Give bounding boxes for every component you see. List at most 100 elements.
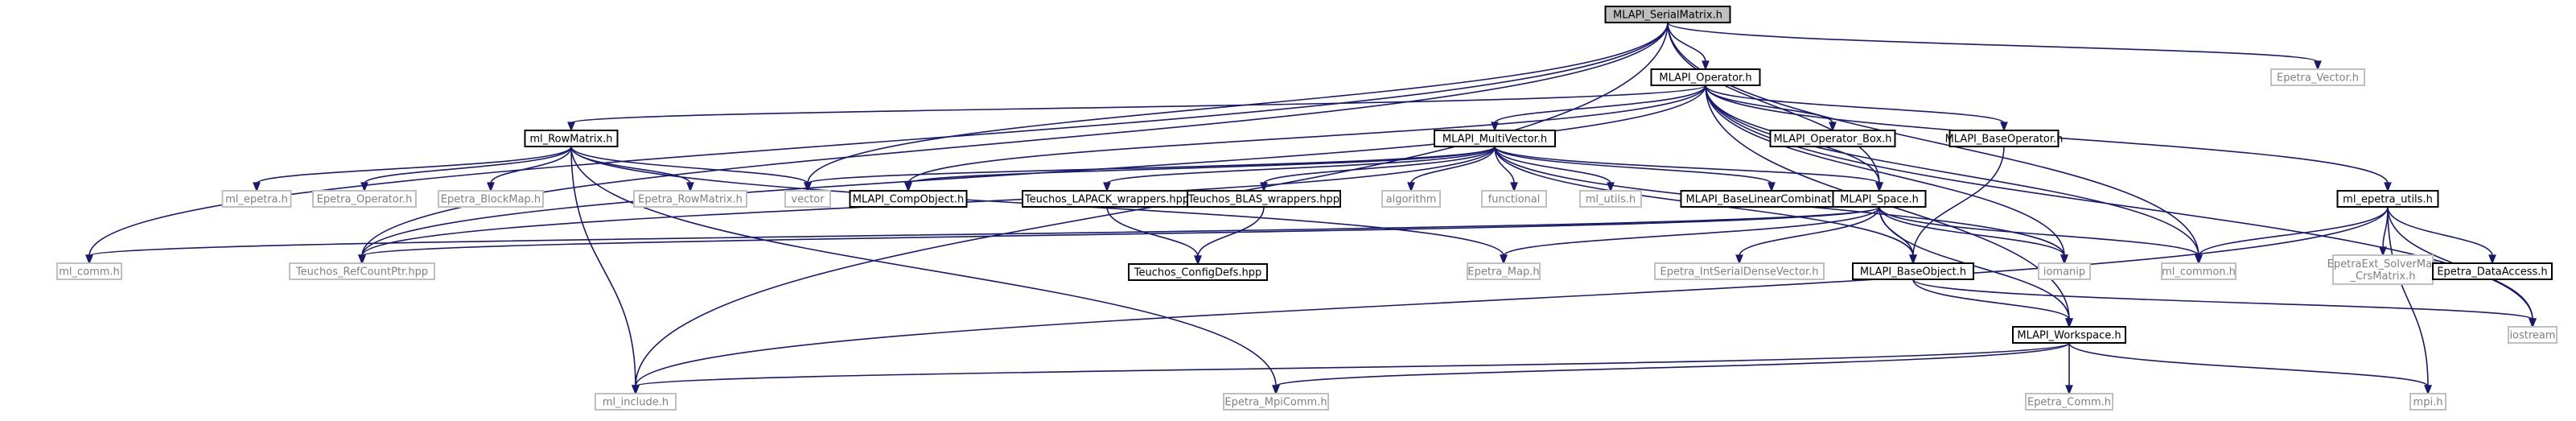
edge-line (1263, 146, 1496, 184)
node-box[interactable] (2336, 190, 2439, 208)
node-box[interactable] (2332, 254, 2434, 285)
node-ml_utils[interactable]: ml_utils.h (1579, 190, 1642, 208)
edge-line (907, 85, 1706, 184)
node-ml_include[interactable]: ml_include.h (595, 393, 677, 411)
edge-arrowhead (85, 254, 93, 265)
node-epetra_mpicomm[interactable]: Epetra_MpiComm.h (1223, 393, 1329, 411)
node-label: EpetraExt_SolverMap_CrsMatrix.h (2327, 258, 2439, 283)
node-box[interactable] (2508, 326, 2557, 344)
node-box[interactable] (2270, 68, 2365, 86)
node-label: MLAPI_BaseObject.h (1860, 266, 1966, 279)
node-root[interactable]: MLAPI_SerialMatrix.h (1604, 6, 1731, 23)
node-label: Teuchos_ConfigDefs.hpp (1134, 267, 1262, 279)
node-ml_epetra_utils[interactable]: ml_epetra_utils.h (2336, 190, 2439, 208)
edge-arrowhead (2379, 246, 2387, 257)
node-box[interactable] (2432, 262, 2553, 280)
node-intserialdense[interactable]: Epetra_IntSerialDenseVector.h (1654, 262, 1825, 280)
node-box[interactable] (1187, 190, 1341, 208)
node-ml_common[interactable]: ml_common.h (2161, 262, 2237, 280)
node-box[interactable] (2038, 262, 2091, 280)
node-box[interactable] (1128, 263, 1268, 281)
node-box[interactable] (1832, 190, 1927, 208)
node-functional[interactable]: functional (1481, 190, 1547, 208)
node-solvermap[interactable]: EpetraExt_SolverMap_CrsMatrix.h (2327, 254, 2439, 285)
edge-arrowhead (1194, 255, 1202, 266)
edge-arrowhead (1909, 254, 1917, 265)
node-box[interactable] (2012, 326, 2126, 344)
node-label: MLAPI_BaseLinearCombination.h (1686, 194, 1858, 206)
node-box[interactable] (1381, 190, 1441, 208)
node-space[interactable]: MLAPI_Space.h (1832, 190, 1927, 208)
node-multivector[interactable]: MLAPI_MultiVector.h (1434, 130, 1556, 147)
node-box[interactable] (1654, 262, 1825, 280)
node-epetra_map[interactable]: Epetra_Map.h (1467, 262, 1541, 280)
edge-arrowhead (2000, 122, 2008, 132)
node-box[interactable] (312, 190, 417, 208)
node-label: Epetra_BlockMap.h (441, 194, 541, 206)
node-box[interactable] (524, 130, 619, 147)
node-box[interactable] (784, 190, 831, 208)
node-box[interactable] (2409, 393, 2446, 411)
node-algorithm[interactable]: algorithm (1381, 190, 1441, 208)
node-ml_comm[interactable]: ml_comm.h (56, 262, 122, 280)
dependency-edge (2387, 206, 2432, 395)
node-box[interactable] (1852, 262, 1974, 280)
node-box[interactable] (1481, 190, 1547, 208)
dependency-edge (632, 342, 2070, 395)
node-refcountptr[interactable]: Teuchos_RefCountPtr.hpp (289, 262, 435, 280)
node-box[interactable] (56, 262, 122, 280)
node-iomanip[interactable]: iomanip (2038, 262, 2091, 280)
node-epetra_comm[interactable]: Epetra_Comm.h (2025, 393, 2113, 411)
node-vector[interactable]: vector (784, 190, 831, 208)
node-box[interactable] (289, 262, 435, 280)
node-operator[interactable]: MLAPI_Operator.h (1650, 68, 1761, 86)
node-box[interactable] (2025, 393, 2113, 411)
node-label: Epetra_Vector.h (2277, 72, 2359, 85)
node-epetra_vector[interactable]: Epetra_Vector.h (2270, 68, 2365, 86)
edge-arrowhead (253, 182, 261, 192)
node-box[interactable] (1948, 130, 2060, 147)
node-dataaccess[interactable]: Epetra_DataAccess.h (2432, 262, 2553, 280)
node-mpi[interactable]: mpi.h (2409, 393, 2446, 411)
dependency-edge (1879, 206, 2203, 265)
node-label: Epetra_Operator.h (317, 194, 413, 206)
node-epetra_blockmap[interactable]: Epetra_BlockMap.h (438, 190, 544, 208)
node-configdefs[interactable]: Teuchos_ConfigDefs.hpp (1128, 263, 1268, 281)
node-box[interactable] (633, 190, 747, 208)
node-baseoperator[interactable]: MLAPI_BaseOperator.h (1945, 130, 2064, 147)
node-box[interactable] (595, 393, 677, 411)
edge-line (807, 146, 1496, 184)
edge-line (1275, 342, 2070, 387)
node-label: MLAPI_Space.h (1840, 194, 1919, 206)
node-baselincomb[interactable]: MLAPI_BaseLinearCombination.h (1680, 190, 1863, 208)
node-compobject[interactable]: MLAPI_CompObject.h (849, 190, 968, 208)
node-workspace[interactable]: MLAPI_Workspace.h (2012, 326, 2126, 344)
node-box[interactable] (2161, 262, 2237, 280)
node-epetra_operator[interactable]: Epetra_Operator.h (312, 190, 417, 208)
node-box[interactable] (849, 190, 968, 208)
node-ml_epetra[interactable]: ml_epetra.h (221, 190, 292, 208)
node-box[interactable] (438, 190, 544, 208)
node-ml_rowmatrix[interactable]: ml_RowMatrix.h (524, 130, 619, 147)
node-box[interactable] (1769, 130, 1896, 147)
node-box[interactable] (1223, 393, 1329, 411)
node-lapack[interactable]: Teuchos_LAPACK_wrappers.hpp (1022, 190, 1192, 208)
node-box[interactable] (1434, 130, 1556, 147)
node-label: MLAPI_MultiVector.h (1442, 134, 1547, 146)
node-blas[interactable]: Teuchos_BLAS_wrappers.hpp (1187, 190, 1341, 208)
node-label: iostream (2509, 330, 2555, 342)
node-epetra_rowmatrix[interactable]: Epetra_RowMatrix.h (633, 190, 747, 208)
node-box[interactable] (1650, 68, 1761, 86)
edge-line (1705, 85, 2005, 124)
edge-line (907, 146, 1496, 184)
node-box[interactable] (1579, 190, 1642, 208)
node-box[interactable] (1604, 6, 1731, 23)
edge-arrowhead (1510, 182, 1518, 192)
node-iostream[interactable]: iostream (2508, 326, 2557, 344)
node-baseobject[interactable]: MLAPI_BaseObject.h (1852, 262, 1974, 280)
dependency-edge (1705, 85, 2008, 132)
node-box[interactable] (1467, 262, 1541, 280)
node-operator_box[interactable]: MLAPI_Operator_Box.h (1769, 130, 1896, 147)
node-box[interactable] (221, 190, 292, 208)
